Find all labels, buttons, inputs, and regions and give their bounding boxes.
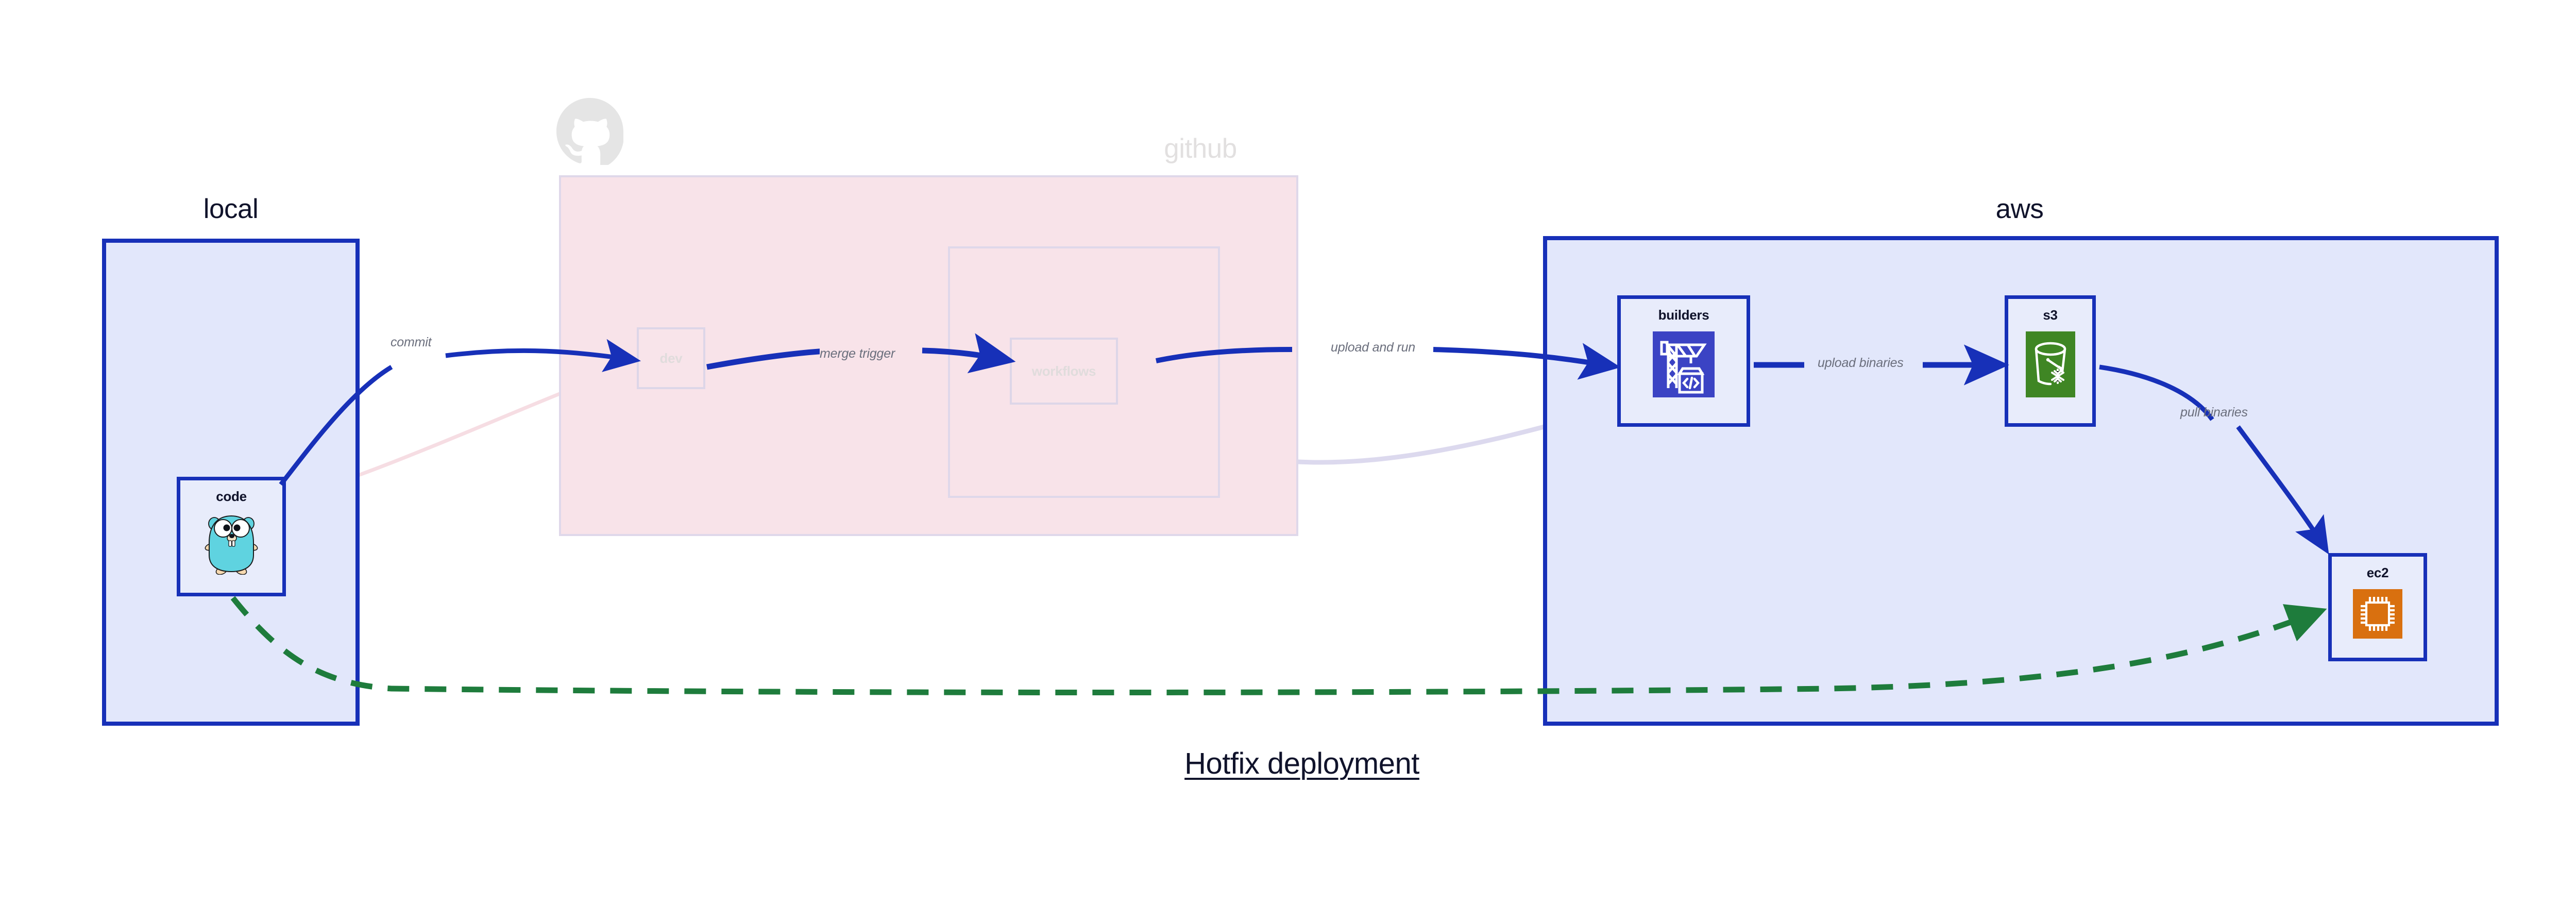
node-ec2[interactable]: ec2: [2328, 553, 2427, 661]
edge-label-upload-and-run: upload and run: [1331, 340, 1416, 355]
node-label-s3: s3: [2043, 307, 2058, 323]
s3-bucket-icon: [2025, 331, 2075, 400]
node-builders[interactable]: builders: [1617, 295, 1750, 427]
cpu-chip-icon: [2353, 589, 2402, 641]
node-workflows[interactable]: workflows: [1010, 338, 1118, 405]
go-gopher-icon: [203, 513, 260, 577]
node-label-workflows: workflows: [1031, 363, 1096, 379]
node-s3[interactable]: s3: [2005, 295, 2096, 427]
group-label-github: github: [1164, 133, 1237, 164]
group-label-aws: aws: [1995, 194, 2044, 224]
edge-label-merge-trigger: merge trigger: [820, 346, 895, 361]
edge-label-upload-binaries: upload binaries: [1818, 356, 1904, 371]
crane-code-icon: [1653, 331, 1715, 400]
edge-label-commit: commit: [391, 335, 432, 349]
group-label-local: local: [203, 194, 259, 224]
github-octocat-icon: [556, 98, 624, 168]
edge-label-pull-binaries: pull binaries: [2180, 405, 2248, 420]
node-label-builders: builders: [1658, 307, 1709, 323]
node-code[interactable]: code: [177, 477, 286, 596]
page-title: Hotfix deployment: [1184, 747, 1419, 780]
node-label-code: code: [216, 489, 247, 504]
node-label-ec2: ec2: [2366, 565, 2389, 580]
node-label-dev: dev: [659, 350, 683, 366]
node-dev[interactable]: dev: [637, 327, 705, 389]
